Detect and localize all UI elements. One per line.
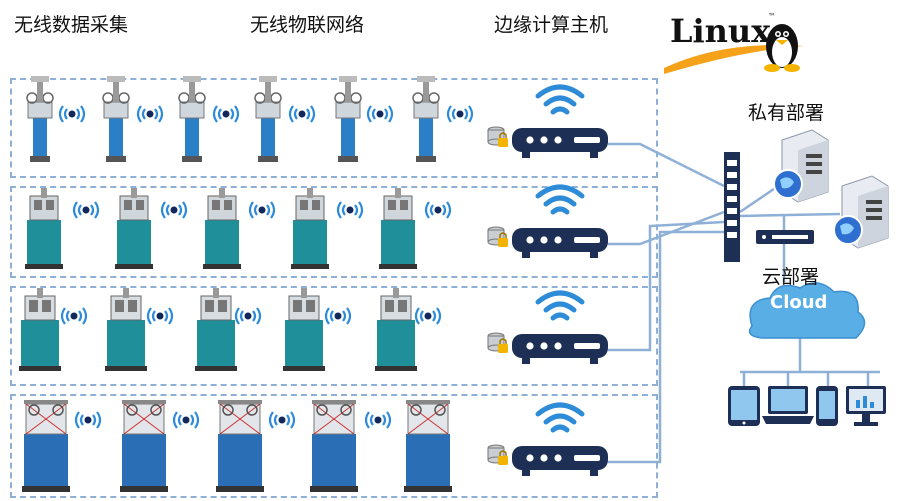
phone-icon: [816, 386, 838, 426]
linux-wordmark: Linux: [670, 12, 771, 50]
tablet-icon: [728, 386, 760, 426]
edge-router-4: [488, 405, 608, 476]
row2-machines: [24, 187, 452, 270]
row4-machines: [21, 399, 453, 493]
machine-row-2: [10, 186, 658, 278]
label-cloud-deployment: 云部署: [762, 266, 820, 288]
edge-router-1: [488, 87, 608, 158]
machine-row-3: [10, 286, 658, 386]
header-edge-host: 边缘计算主机: [494, 14, 609, 36]
header-data-collection: 无线数据采集: [14, 14, 129, 36]
cloud-shape: [748, 282, 866, 339]
private-server-1: [773, 129, 829, 203]
private-server-2: [833, 175, 889, 249]
row1-machines: [26, 75, 474, 163]
edge-router-2: [488, 187, 608, 258]
label-cloud: Cloud: [770, 292, 828, 313]
header-iot-network: 无线物联网络: [250, 14, 365, 36]
machine-row-1: [10, 78, 658, 178]
trademark-mark: ™: [768, 12, 776, 21]
gateway-router: [756, 230, 814, 244]
network-switch: [724, 152, 740, 262]
machine-row-4: [10, 394, 658, 498]
linux-logo: Linux ™: [664, 6, 814, 74]
laptop-icon: [762, 386, 814, 424]
edge-router-3: [488, 293, 608, 364]
monitor-icon: [846, 386, 886, 426]
label-private-deployment: 私有部署: [748, 102, 825, 124]
row3-machines: [18, 287, 442, 372]
